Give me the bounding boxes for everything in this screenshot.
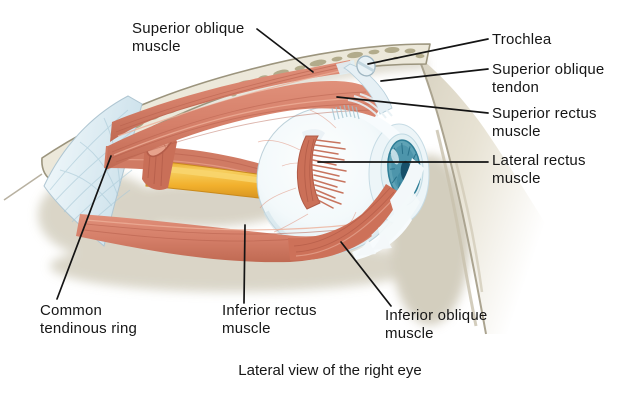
rectus-insertion-comb — [331, 104, 360, 121]
fan-bristles — [312, 139, 347, 209]
label-trochlea: Trochlea — [492, 31, 552, 48]
fascia-fringe — [356, 158, 424, 256]
line-superior-oblique-tendon — [380, 68, 489, 82]
tendon-insertion-fringe — [347, 93, 393, 119]
label-lines — [56, 28, 489, 307]
trochlea-shape — [356, 55, 376, 77]
label-common-tendinous-ring: Common tendinous ring — [40, 302, 138, 337]
label-superior-rectus-muscle: Superior rectus muscle — [492, 105, 597, 140]
label-superior-oblique-muscle: Superior oblique muscle — [132, 20, 245, 55]
lateral-rectus-insertion-fan — [296, 129, 347, 210]
line-superior-rectus-muscle — [336, 96, 489, 114]
line-common-tendinous-ring — [56, 155, 112, 300]
line-inferior-oblique-muscle — [340, 241, 392, 307]
line-inferior-rectus-muscle — [243, 224, 246, 304]
line-trochlea — [367, 38, 489, 65]
label-superior-oblique-tendon: Superior oblique tendon — [492, 61, 605, 96]
label-inferior-oblique-muscle: Inferior oblique muscle — [385, 307, 488, 342]
line-superior-oblique-muscle — [256, 28, 314, 73]
figure-caption: Lateral view of the right eye — [238, 362, 422, 379]
label-lateral-rectus-muscle: Lateral rectus muscle — [492, 152, 586, 187]
inferior-oblique-muscle-shape — [288, 184, 402, 261]
label-inferior-rectus-muscle: Inferior rectus muscle — [222, 302, 317, 337]
